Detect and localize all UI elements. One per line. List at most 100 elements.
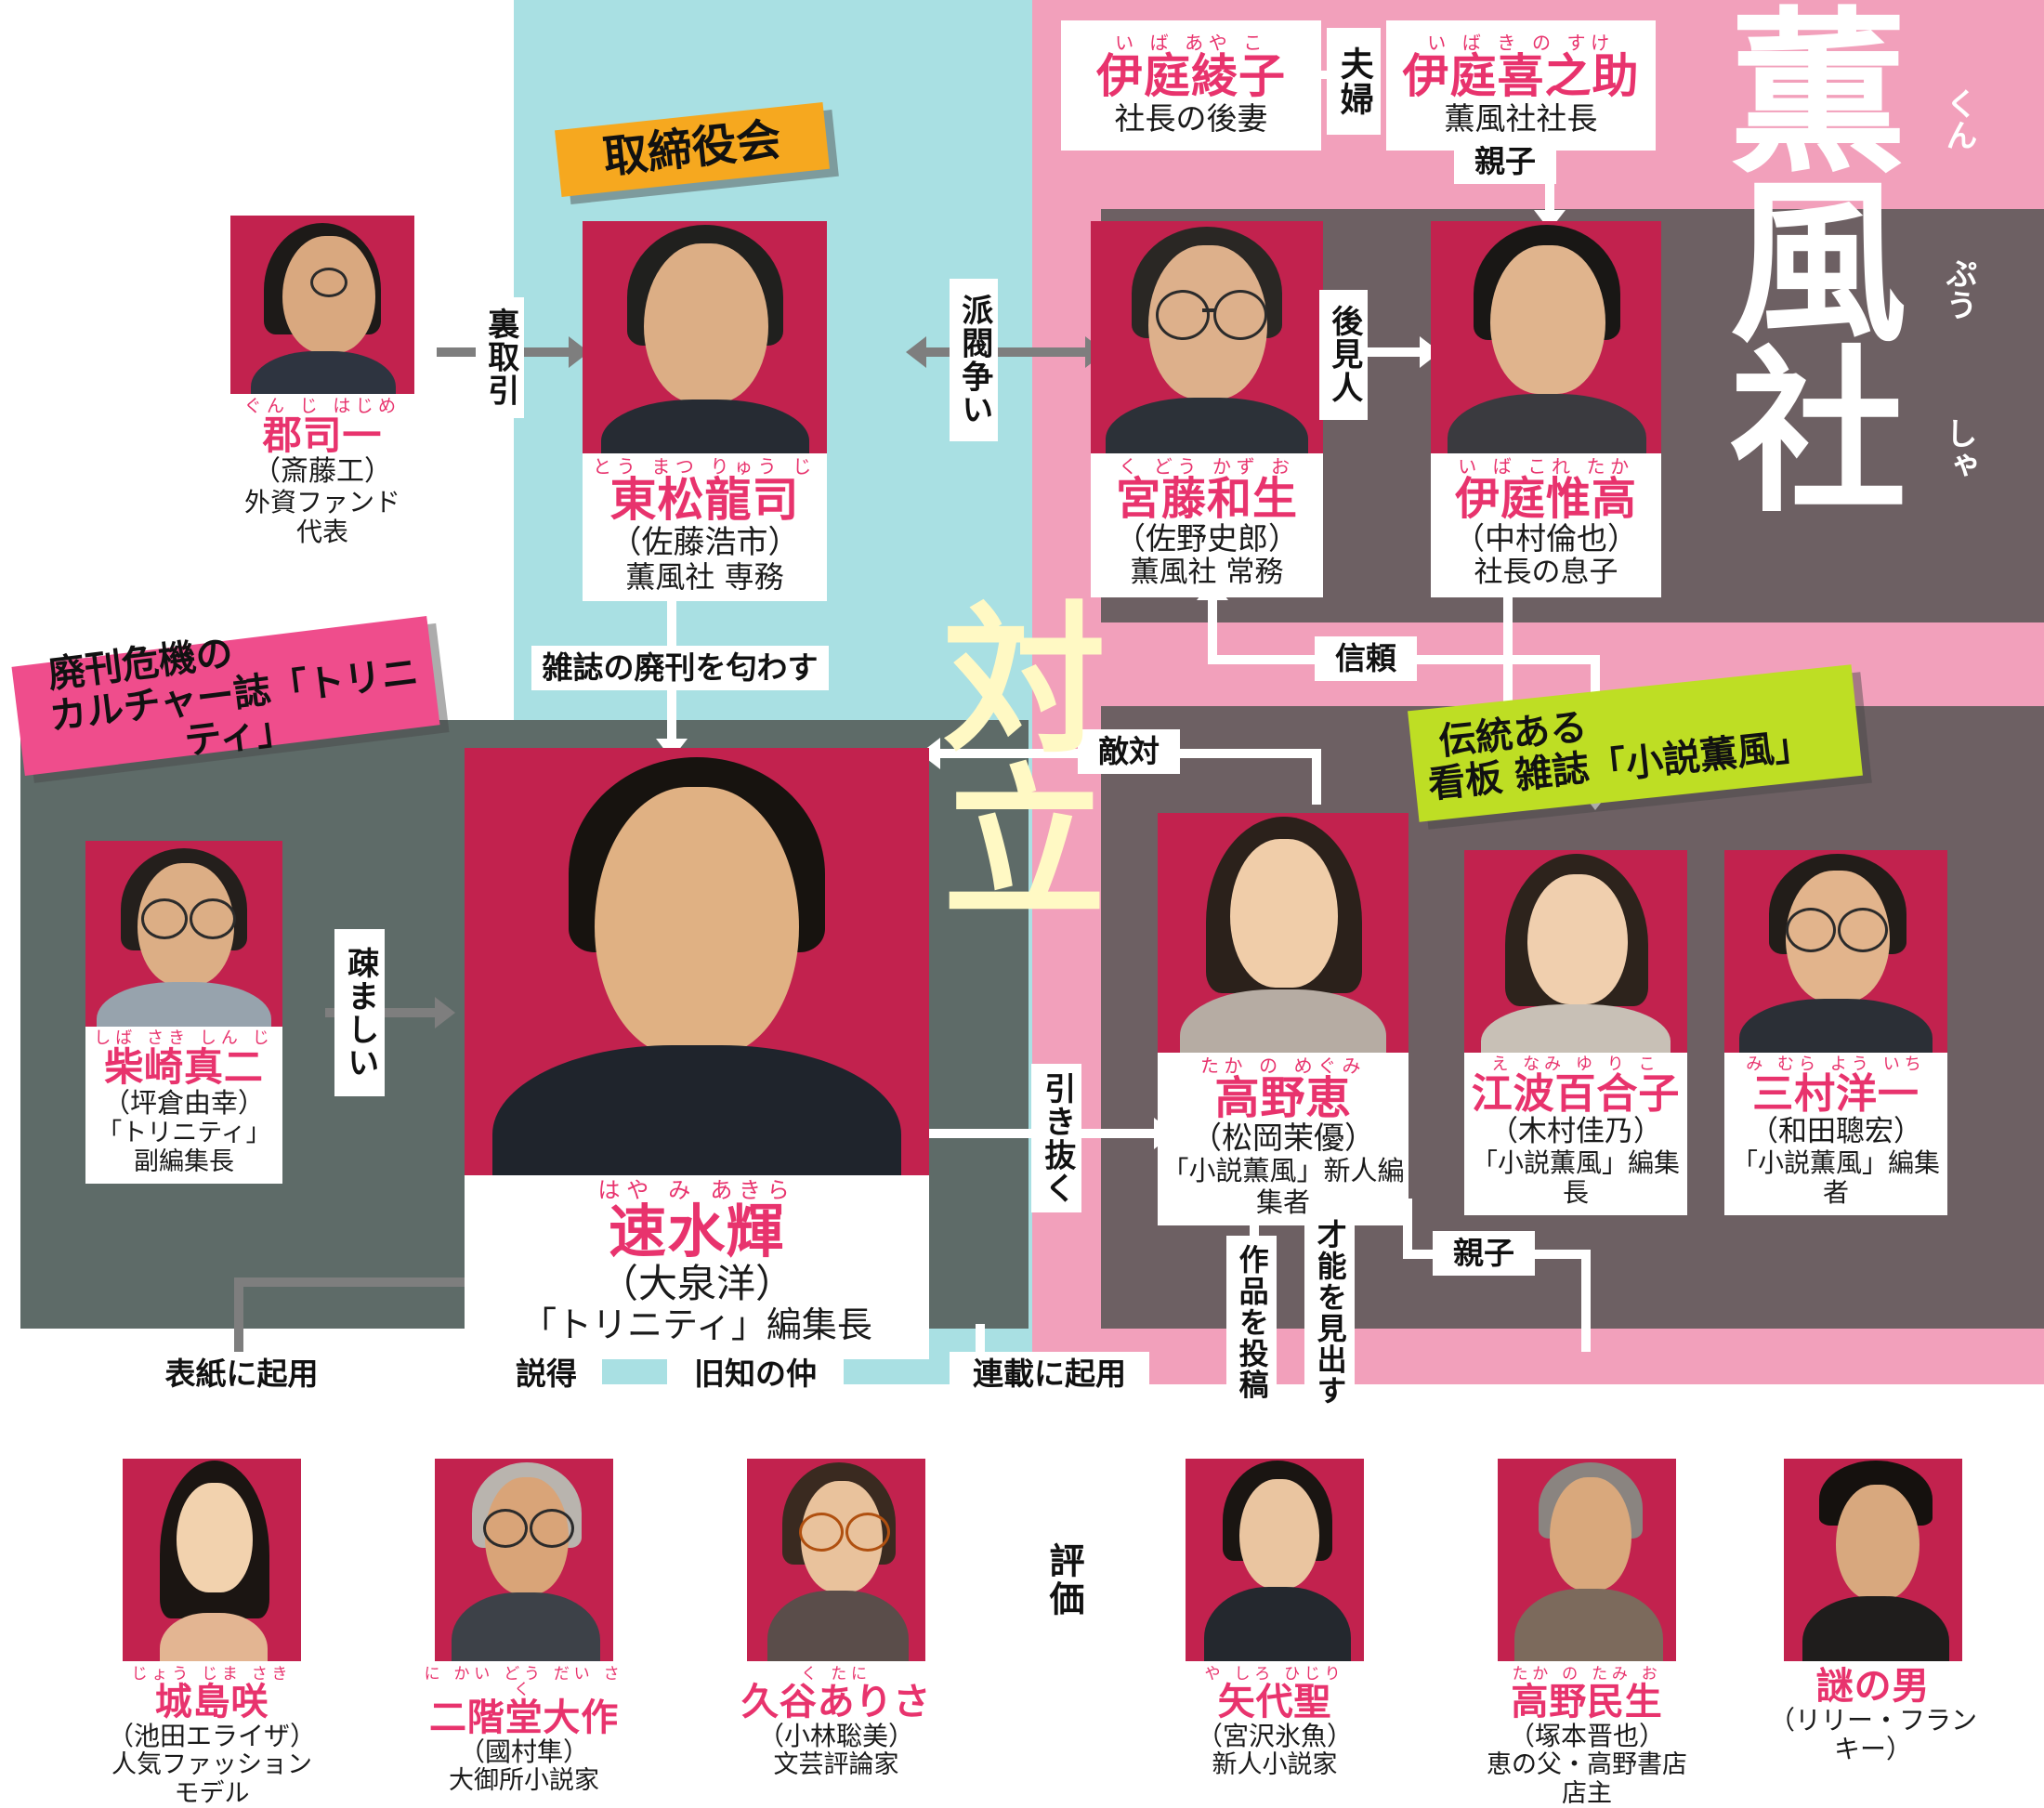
kutani-body: [767, 1591, 909, 1661]
joujima-role: 人気ファッションモデル: [111, 1750, 312, 1808]
relation-shinrai: 信頼: [1315, 636, 1417, 681]
koretaka-ruby: い ば これ たか: [1458, 455, 1634, 478]
character-card-hayami[interactable]: はや み あきら 速水輝 （大泉洋） 「トリニティ」編集長: [465, 748, 929, 1359]
hayami-name: 速水輝: [609, 1198, 785, 1265]
mimura-info: み むら よう いち 三村洋一 （和田聰宏） 「小説薫風」編集者: [1724, 1053, 1947, 1215]
character-card-takano-tamio[interactable]: たか の たみ お 高野民生 （塚本晋也） 恵の父・高野書店店主: [1479, 1459, 1695, 1808]
relation-rensai: 連載に起用: [950, 1352, 1149, 1396]
kutani-role: 文芸評論家: [773, 1750, 899, 1780]
character-card-yashiro[interactable]: や しろ ひじり 矢代聖 （宮沢氷魚） 新人小説家: [1167, 1459, 1382, 1779]
title-ruby-2: ぷう: [1940, 256, 1977, 321]
relation-settoku: 説得: [491, 1352, 602, 1396]
shibasaki-body: [97, 982, 271, 1027]
nikaidou-role: 大御所小説家: [449, 1766, 599, 1796]
character-card-nazo[interactable]: 謎の男 （リリー・フランキー）: [1765, 1459, 1981, 1764]
takano-tamio-photo: [1498, 1459, 1676, 1661]
arrow-shibasaki-to-hayami: [435, 997, 455, 1028]
koretaka-role: 社長の息子: [1474, 556, 1618, 590]
character-card-kudo[interactable]: く どう かず お 宮藤和生 （佐野史郎） 薫風社 常務: [1091, 221, 1323, 597]
character-card-koretaka[interactable]: い ば これ たか 伊庭惟高 （中村倫也） 社長の息子: [1431, 221, 1661, 597]
title-ruby-3: しゃ: [1940, 417, 1977, 481]
yashiro-actor: （宮沢氷魚）: [1196, 1721, 1353, 1751]
koretaka-name: 伊庭惟高: [1455, 473, 1637, 525]
character-card-takano-megumi[interactable]: たか の めぐみ 高野恵 （松岡茉優） 「小説薫風」新人編集者: [1158, 813, 1409, 1226]
character-card-kinosuke[interactable]: い ば き の すけ 伊庭喜之助 薫風社社長: [1386, 20, 1656, 151]
takano-tamio-role: 恵の父・高野書店店主: [1487, 1750, 1687, 1808]
nazo-body: [1802, 1596, 1949, 1661]
relation-hyoushi: 表紙に起用: [139, 1352, 344, 1396]
page-title: 薫 くん 風 ぷう 社 しゃ: [1711, 0, 1977, 521]
relation-settoku-text: 説得: [516, 1355, 577, 1392]
enami-face: [1527, 874, 1628, 1004]
joujima-actor: （池田エライザ）: [107, 1721, 316, 1751]
title-char-1: 薫 くん: [1729, 0, 1977, 197]
character-card-enami[interactable]: え なみ ゆ り こ 江波百合子 （木村佳乃） 「小説薫風」編集長: [1464, 850, 1687, 1216]
mimura-photo: [1724, 850, 1947, 1053]
hayami-info: はや み あきら 速水輝 （大泉洋） 「トリニティ」編集長: [465, 1175, 929, 1359]
takano-megumi-body: [1180, 989, 1386, 1053]
relation-sakuhin-text: 作品を投稿: [1234, 1243, 1270, 1400]
conflict-label-text: 対立: [915, 595, 1106, 920]
character-card-joujima[interactable]: じょう じま さき 城島咲 （池田エライザ） 人気ファッションモデル: [104, 1459, 320, 1808]
gunji-info: ぐん じ はじめ 郡司一 （斎藤工） 外資ファンド代表: [230, 394, 414, 555]
yashiro-ruby: や しろ ひじり: [1204, 1665, 1345, 1684]
kudo-glasses-bridge: [1202, 308, 1215, 312]
character-card-kutani[interactable]: く たに 久谷ありさ （小林聡美） 文芸評論家: [728, 1459, 944, 1779]
line-toumatsu-kudo: [915, 347, 1087, 357]
character-card-mimura[interactable]: み むら よう いち 三村洋一 （和田聰宏） 「小説薫風」編集者: [1724, 850, 1947, 1216]
joujima-body: [160, 1613, 268, 1661]
gunji-ruby: ぐん じ はじめ: [243, 396, 401, 416]
kudo-body: [1106, 398, 1308, 453]
relation-utomashii: 疎ましい: [334, 929, 385, 1096]
relation-oyako-top-text: 親子: [1474, 142, 1536, 179]
koretaka-face: [1490, 245, 1605, 394]
character-card-ayako[interactable]: い ば あや こ 伊庭綾子 社長の後妻: [1061, 20, 1321, 151]
toumatsu-role: 薫風社 専務: [625, 558, 784, 595]
kutani-glasses-right: [845, 1513, 890, 1552]
line-bottom-rail-5: [976, 1324, 985, 1375]
kudo-photo: [1091, 221, 1323, 453]
kinosuke-info: い ば き の すけ 伊庭喜之助 薫風社社長: [1386, 20, 1656, 151]
mimura-body: [1739, 999, 1933, 1053]
relation-tekitai-text: 敵対: [1098, 732, 1160, 769]
kinosuke-ruby: い ば き の すけ: [1427, 32, 1615, 54]
nikaidou-photo: [435, 1459, 613, 1661]
kinosuke-role: 薫風社社長: [1444, 99, 1598, 137]
bottom-evaluation-label: 評価: [1039, 1542, 1090, 1618]
takano-tamio-ruby: たか の たみ お: [1512, 1665, 1662, 1684]
mimura-role: 「小説薫風」編集者: [1731, 1146, 1940, 1209]
character-card-gunji[interactable]: ぐん じ はじめ 郡司一 （斎藤工） 外資ファンド代表: [230, 216, 414, 556]
kudo-role: 薫風社 常務: [1130, 556, 1284, 590]
shibasaki-ruby: しば さき しん じ: [94, 1028, 274, 1048]
character-card-nikaidou[interactable]: に かい どう だい さく 二階堂大作 （國村隼） 大御所小説家: [416, 1459, 632, 1795]
shibasaki-glasses-left: [141, 898, 188, 939]
mimura-actor: （和田聰宏）: [1749, 1115, 1922, 1149]
toumatsu-info: とう まつ りゅう じ 東松龍司 （佐藤浩市） 薫風社 専務: [583, 453, 827, 601]
nikaidou-body: [452, 1592, 600, 1661]
takano-tamio-name: 高野民生: [1511, 1680, 1663, 1723]
title-char-2: 風 ぷう: [1729, 159, 1977, 367]
kutani-info: く たに 久谷ありさ （小林聡美） 文芸評論家: [741, 1661, 931, 1780]
bottom-evaluation-text: 評価: [1043, 1542, 1085, 1619]
toumatsu-body: [601, 400, 809, 453]
line-bottom-rail-2: [234, 1277, 471, 1287]
takano-megumi-ruby: たか の めぐみ: [1199, 1055, 1367, 1077]
ayako-role: 社長の後妻: [1114, 99, 1268, 137]
enami-role: 「小説薫風」編集長: [1471, 1146, 1680, 1209]
takano-megumi-info: たか の めぐみ 高野恵 （松岡茉優） 「小説薫風」新人編集者: [1158, 1053, 1409, 1225]
takano-tamio-face: [1550, 1477, 1631, 1591]
nikaidou-ruby: に かい どう だい さく: [424, 1665, 624, 1699]
character-card-shibasaki[interactable]: しば さき しん じ 柴崎真二 （坪倉由幸） 「トリニティ」副編集長: [85, 841, 282, 1184]
ayako-info: い ば あや こ 伊庭綾子 社長の後妻: [1061, 20, 1321, 151]
character-card-toumatsu[interactable]: とう まつ りゅう じ 東松龍司 （佐藤浩市） 薫風社 専務: [583, 221, 827, 602]
shibasaki-photo: [85, 841, 282, 1027]
takano-tamio-actor: （塚本晋也）: [1508, 1721, 1665, 1751]
enami-info: え なみ ゆ り こ 江波百合子 （木村佳乃） 「小説薫風」編集長: [1464, 1053, 1687, 1215]
relation-sainou-text: 才能を見出す: [1312, 1218, 1348, 1407]
yashiro-photo: [1186, 1459, 1364, 1661]
gunji-role: 外資ファンド代表: [243, 486, 400, 547]
ayako-ruby: い ば あや こ: [1115, 32, 1267, 54]
takano-megumi-photo: [1158, 813, 1409, 1053]
toumatsu-photo: [583, 221, 827, 453]
toumatsu-actor: （佐藤浩市）: [609, 523, 800, 561]
